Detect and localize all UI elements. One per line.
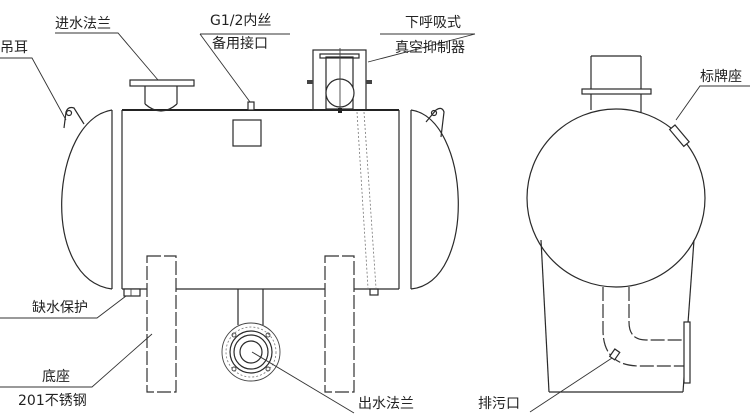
label-water-shortage-protection: 缺水保护	[32, 300, 88, 316]
label-drain-outlet: 排污口	[478, 396, 520, 412]
lifting-lug-right	[425, 107, 445, 138]
water-shortage-sensor	[123, 288, 141, 297]
label-vacuum-suppressor-line1: 下呼吸式	[405, 15, 461, 31]
label-outlet-flange: 出水法兰	[358, 396, 414, 412]
lifting-lug-left	[63, 106, 85, 129]
base-leg-left	[146, 255, 177, 393]
side-view	[61, 48, 459, 393]
vacuum-suppressor	[307, 48, 372, 113]
nameplate-seat	[668, 124, 690, 148]
outlet-flange	[221, 289, 281, 382]
inlet-flange	[129, 79, 195, 112]
label-nameplate-seat: 标牌座	[700, 69, 742, 85]
label-inlet-flange: 进水法兰	[55, 16, 111, 32]
label-lifting-lug: 吊耳	[0, 40, 28, 56]
label-vacuum-suppressor-line2: 真空抑制器	[395, 40, 465, 56]
end-view	[526, 55, 706, 393]
leader-lines	[0, 32, 750, 414]
base-leg-right	[324, 255, 355, 393]
nameplate	[232, 119, 262, 147]
label-base-material: 201不锈钢	[18, 393, 87, 409]
label-base: 底座	[42, 369, 70, 385]
label-thread-port-line2: 备用接口	[212, 36, 268, 52]
label-thread-port-line1: G1/2内丝	[210, 13, 272, 29]
thread-port	[247, 101, 255, 111]
